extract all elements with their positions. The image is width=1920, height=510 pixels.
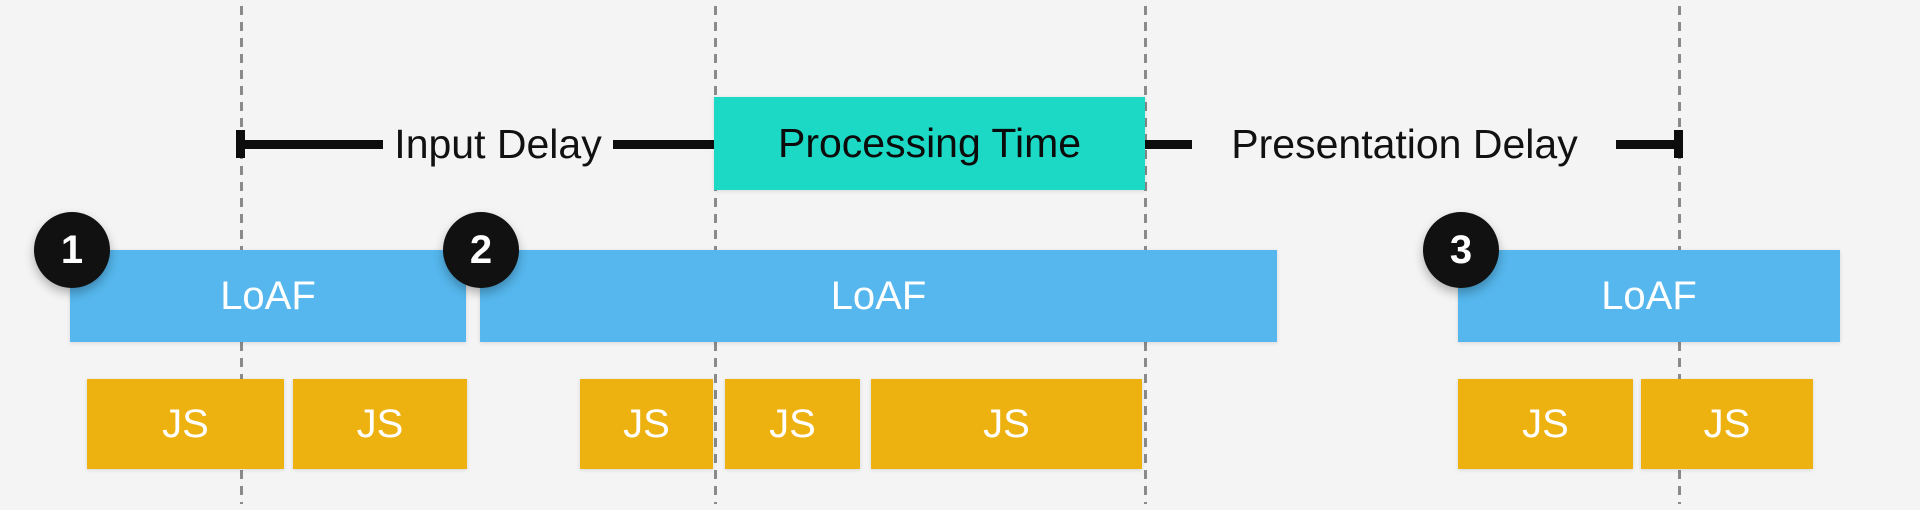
frame-marker-3-number: 3 bbox=[1449, 227, 1473, 272]
loaf-bar-2-label: LoAF bbox=[830, 273, 927, 318]
js-task-2-1-label: JS bbox=[623, 401, 670, 446]
frame-marker-1: 1 bbox=[34, 212, 110, 288]
frame-marker-2-number: 2 bbox=[469, 227, 493, 272]
loaf-bar-3: LoAF bbox=[1458, 250, 1840, 342]
presentation-delay-line-left bbox=[1145, 140, 1192, 149]
js-task-3-2-label: JS bbox=[1703, 401, 1751, 446]
presentation-delay-label: Presentation Delay bbox=[1231, 120, 1578, 167]
input-delay-line-right bbox=[613, 140, 714, 149]
js-task-1-1: JS bbox=[87, 379, 284, 469]
js-task-3-2: JS bbox=[1641, 379, 1813, 469]
loaf-bar-1-label: LoAF bbox=[220, 273, 316, 318]
js-task-2-2: JS bbox=[725, 379, 860, 469]
loaf-bar-3-label: LoAF bbox=[1601, 273, 1697, 318]
frame-marker-1-number: 1 bbox=[60, 227, 84, 272]
js-task-2-1: JS bbox=[580, 379, 713, 469]
input-delay-line-left bbox=[241, 140, 383, 149]
js-task-2-2-label: JS bbox=[769, 401, 816, 446]
input-delay-start-tick bbox=[236, 130, 245, 158]
presentation-delay-end-tick bbox=[1674, 130, 1683, 158]
js-task-2-3-label: JS bbox=[983, 401, 1030, 446]
input-delay-label: Input Delay bbox=[394, 120, 602, 167]
frame-marker-2: 2 bbox=[443, 212, 519, 288]
frame-marker-3: 3 bbox=[1423, 212, 1499, 288]
js-task-3-1-label: JS bbox=[1522, 401, 1569, 446]
js-task-1-1-label: JS bbox=[162, 401, 209, 446]
js-task-2-3: JS bbox=[871, 379, 1142, 469]
js-task-1-2-label: JS bbox=[356, 401, 404, 446]
processing-time-box: Processing Time bbox=[714, 97, 1145, 190]
processing-time-label: Processing Time bbox=[777, 120, 1082, 166]
presentation-delay-line-right bbox=[1616, 140, 1674, 149]
loaf-bar-1: LoAF bbox=[70, 250, 466, 342]
js-task-1-2: JS bbox=[293, 379, 467, 469]
js-task-3-1: JS bbox=[1458, 379, 1633, 469]
loaf-bar-2: LoAF bbox=[480, 250, 1277, 342]
